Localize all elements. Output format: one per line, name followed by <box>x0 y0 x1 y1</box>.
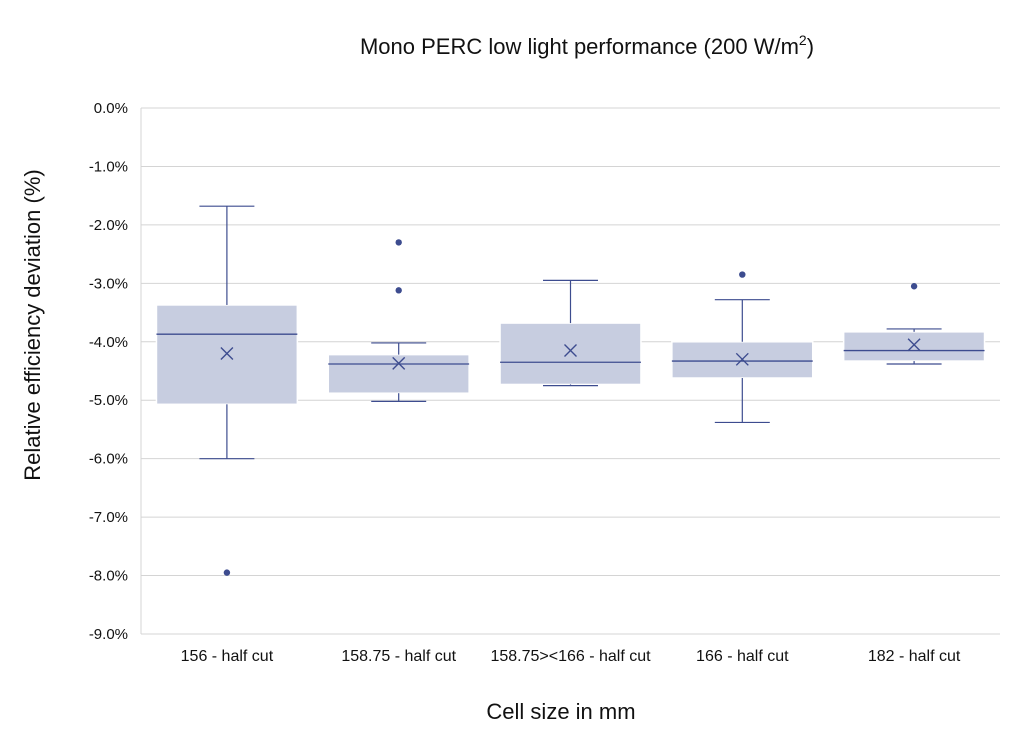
x-axis-title: Cell size in mm <box>486 699 635 724</box>
outlier-point <box>395 239 402 246</box>
outlier-point <box>395 287 402 294</box>
box-group <box>842 283 986 365</box>
outlier-point <box>739 271 746 278</box>
outlier-point <box>223 569 231 576</box>
box-iqr <box>327 353 470 394</box>
y-tick-label: 0.0% <box>94 100 128 117</box>
box-group <box>327 239 470 402</box>
box-group <box>671 271 814 424</box>
x-category-label: 166 - half cut <box>696 648 789 665</box>
y-tick-label: -6.0% <box>89 451 128 468</box>
y-tick-label: -4.0% <box>89 334 128 351</box>
y-tick-label: -9.0% <box>89 626 128 643</box>
x-category-label: 158.75 - half cut <box>341 648 456 665</box>
y-tick-label: -3.0% <box>89 275 128 292</box>
box-group <box>499 279 642 387</box>
boxes <box>155 205 986 576</box>
y-tick-label: -1.0% <box>89 158 128 175</box>
mean-marker <box>564 344 577 358</box>
box-iqr <box>155 304 299 406</box>
box-iqr <box>842 331 986 362</box>
mean-marker <box>907 338 921 352</box>
x-category-label: 158.75><166 - half cut <box>490 648 651 665</box>
y-axis-title: Relative efficiency deviation (%) <box>20 169 45 480</box>
x-category-labels: 156 - half cut 158.75 - half cut 158.75><1… <box>181 648 961 665</box>
box-iqr <box>499 322 642 386</box>
y-tick-labels: 0.0% -1.0% -2.0% -3.0% -4.0% -5.0% -6.0% -7.0% -… <box>89 100 128 643</box>
mean-marker <box>735 352 749 366</box>
y-tick-label: -8.0% <box>89 568 128 585</box>
x-category-label: 156 - half cut <box>181 648 274 665</box>
x-category-label: 182 - half cut <box>868 648 961 665</box>
mean-marker <box>220 346 234 360</box>
box-group <box>155 205 299 576</box>
chart-title: Mono PERC low light performance (200 W/m… <box>360 32 814 59</box>
mean-marker <box>392 356 406 370</box>
y-tick-label: -2.0% <box>89 217 128 234</box>
outlier-point <box>910 283 918 290</box>
y-tick-label: -5.0% <box>89 392 128 409</box>
y-tick-label: -7.0% <box>89 509 128 526</box>
